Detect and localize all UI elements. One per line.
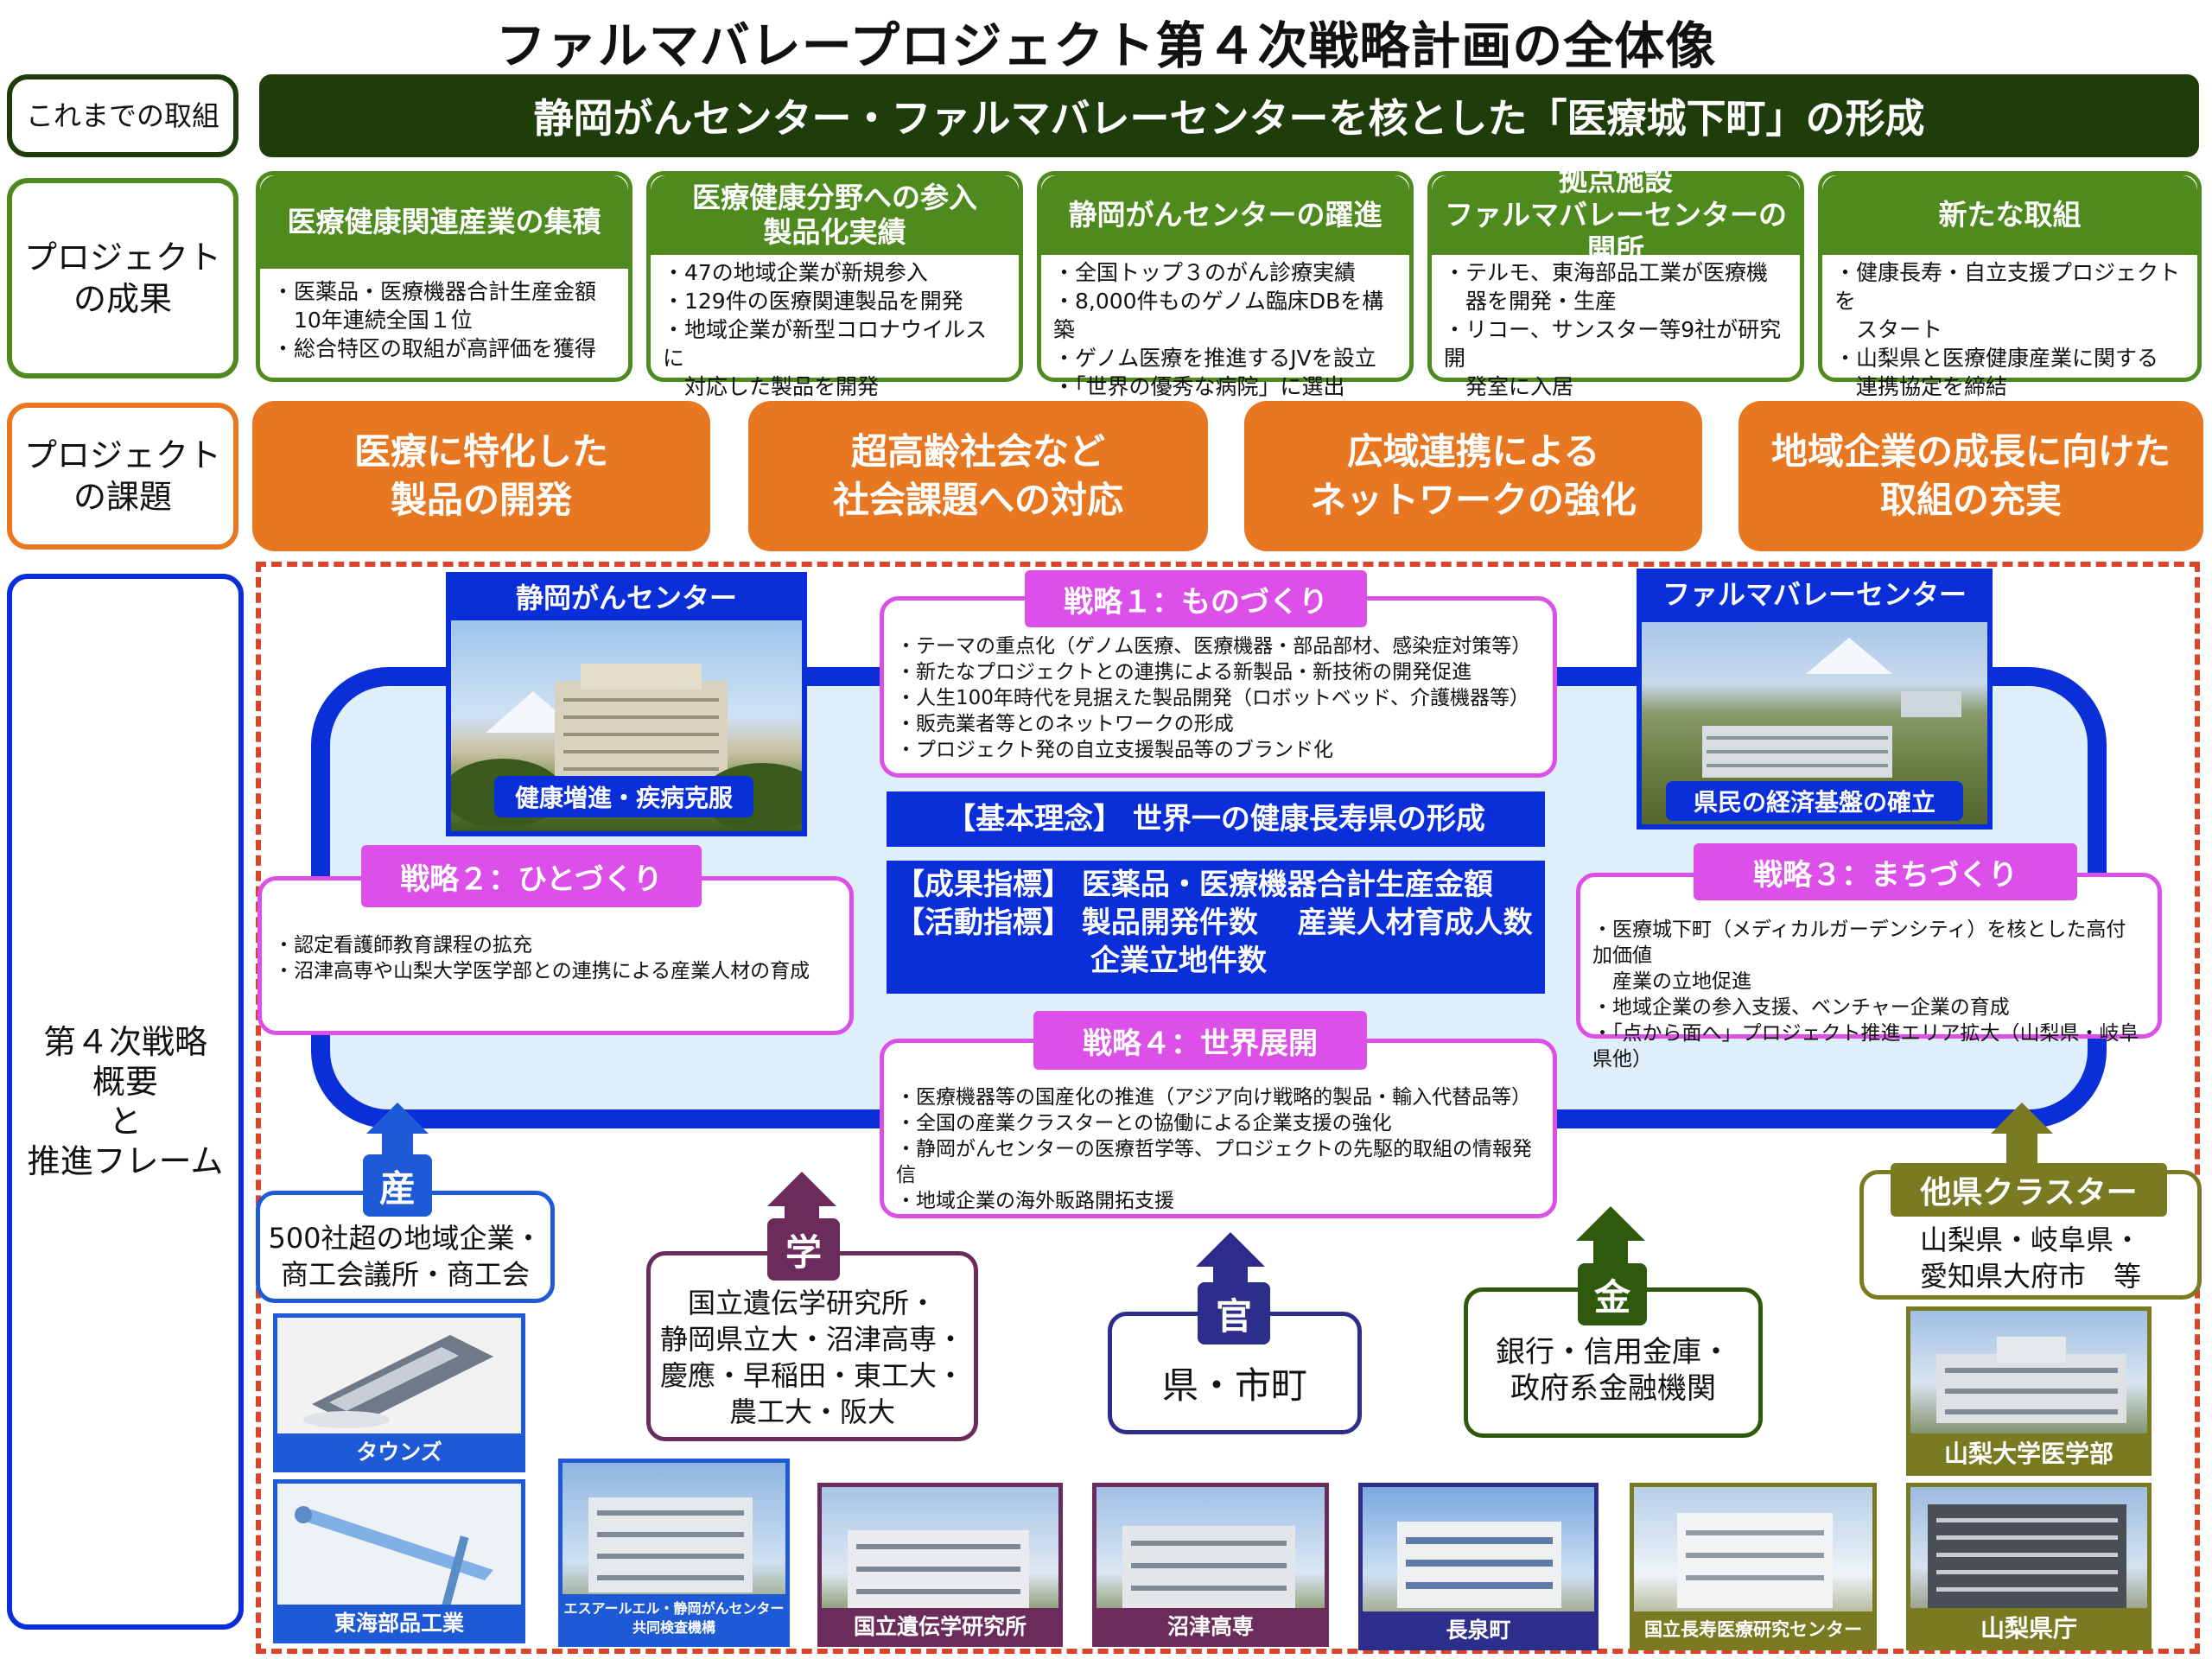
test-kit-icon [303,1335,493,1428]
building-photo-icon [848,1530,1029,1608]
strategy-2-title: 戦略２：ひとづくり [361,845,702,907]
cancer-center-photo: 健康増進・疾病克服 [451,620,802,831]
result-card-title: 新たな取組 [1822,175,2197,255]
photo-caption: 山梨大学医学部 [1910,1433,2147,1471]
activity-indicator-extra: 企業立地件数 [1090,944,1267,978]
pharma-valley-caption: 県民の経済基盤の確立 [1666,781,1963,821]
photo-nagaizumi: 長泉町 [1358,1483,1599,1650]
photo-srl: エスアールエル・静岡がんセンター 共同検査機構 [558,1459,790,1647]
result-card-title: 静岡がんセンターの躍進 [1041,175,1409,255]
result-card: 静岡がんセンターの躍進 ・全国トップ３のがん診療実績 ・8,000件ものゲノム臨… [1037,171,1414,399]
strategy-3-title: 戦略３：まちづくり [1694,843,2077,900]
issue-box: 医療に特化した 製品の開発 [252,401,710,551]
result-card: 医療健康分野への参入 製品化実績 ・47の地域企業が新規参入 ・129件の医療関… [646,171,1023,399]
result-card-title: 医療健康関連産業の集積 [260,175,628,269]
result-card: 新たな取組 ・健康長寿・自立支援プロジェクトを スタート ・山梨県と医療健康産業… [1818,171,2202,399]
result-card-body: ・医薬品・医療機器合計生産金額 10年連続全国１位 ・総合特区の取組が高評価を獲… [272,279,597,361]
activity-indicator: 【活動指標】 製品開発件数 産業人材育成人数 [895,906,1533,940]
photo-nig: 国立遺伝学研究所 [817,1483,1063,1647]
photo-caption: タウンズ [277,1433,521,1468]
row-label-strategy: 第４次戦略 概要 と 推進フレーム [7,574,244,1630]
pharma-valley-photo: 県民の経済基盤の確立 [1642,622,1987,824]
row-label-results: プロジェクト の成果 [7,178,238,378]
results-row: 医療健康関連産業の集積 ・医薬品・医療機器合計生産金額 10年連続全国１位 ・総… [256,163,2202,399]
photo-caption: 山梨県庁 [1910,1608,2147,1646]
photo-caption: 長泉町 [1363,1611,1594,1646]
finance-box: 銀行・信用金庫・ 政府系金融機関 [1464,1287,1763,1438]
building-photo-icon [1677,1513,1833,1608]
cancer-center-panel: 静岡がんセンター 健康増進・疾病克服 [446,572,807,836]
pharma-valley-panel: ファルマバレーセンター 県民の経済基盤の確立 [1637,569,1993,830]
academia-box: 国立遺伝学研究所・ 静岡県立大・沼津高専・ 慶應・早稲田・東工大・ 農工大・阪大 [646,1251,978,1441]
issue-box: 超高齢社会など 社会課題への対応 [748,401,1208,551]
row-label-issues: プロジェクト の課題 [7,403,238,550]
photo-yamanashi-pref: 山梨県庁 [1906,1483,2152,1650]
photo-numazu: 沼津高専 [1092,1483,1329,1647]
vision-banner: 静岡がんセンター・ファルマバレーセンターを核とした「医療城下町」の形成 [259,74,2199,157]
building-photo-icon [588,1497,753,1592]
result-card-body: ・全国トップ３のがん診療実績 ・8,000件ものゲノム臨床DBを構築 ・ゲノム医… [1053,260,1384,399]
finance-label: 金 [1578,1263,1647,1325]
cluster-label: 他県クラスター [1891,1163,2167,1217]
building-photo-icon [1702,638,1961,778]
cancer-center-name: 静岡がんセンター [515,582,737,614]
row-label-prev: これまでの取組 [7,74,238,157]
photo-caption: エスアールエル・静岡がんセンター 共同検査機構 [563,1594,785,1643]
building-photo-icon [1936,1337,2126,1423]
photo-caption: 国立遺伝学研究所 [822,1608,1058,1643]
indicators-panel: 【成果指標】 医薬品・医療機器合計生産金額 【活動指標】 製品開発件数 産業人材… [887,861,1545,994]
photo-caption: 東海部品工業 [277,1605,521,1639]
photo-yamanashi-univ: 山梨大学医学部 [1906,1306,2152,1476]
page-title: ファルマバレープロジェクト第４次戦略計画の全体像 [495,16,1717,75]
strategy-4-title: 戦略４：世界展開 [1033,1011,1367,1070]
result-card: 医療健康関連産業の集積 ・医薬品・医療機器合計生産金額 10年連続全国１位 ・総… [256,171,632,382]
arrow-up-icon [1991,1103,2053,1180]
strategy-frame [256,562,2200,1654]
issue-box: 地域企業の成長に向けた 取組の充実 [1738,401,2203,551]
industry-label: 産 [363,1154,432,1217]
result-card-body: ・テルモ、東海部品工業が医療機 器を開発・生産 ・リコー、サンスター等9社が研究… [1444,260,1782,399]
result-indicator: 【成果指標】 医薬品・医療機器合計生産金額 [895,868,1493,902]
medical-device-icon [295,1506,493,1613]
photo-caption: 沼津高専 [1096,1608,1325,1643]
building-photo-icon [1928,1504,2126,1608]
government-label: 官 [1198,1282,1270,1344]
result-card: 拠点施設 ファルマバレーセンターの開所 ・テルモ、東海部品工業が医療機 器を開発… [1427,163,1804,399]
photo-ncgg: 国立長寿医療研究センター [1630,1483,1877,1650]
cancer-center-caption: 健康増進・疾病克服 [494,776,753,817]
strategy-1-title: 戦略１：ものづくり [1025,570,1367,627]
result-card-body: ・健康長寿・自立支援プロジェクトを スタート ・山梨県と医療健康産業に関する 連… [1834,260,2181,399]
photo-towns: タウンズ [273,1313,525,1472]
pharma-valley-name: ファルマバレーセンター [1662,578,1967,611]
issue-box: 広域連携による ネットワークの強化 [1244,401,1702,551]
result-card-title: 医療健康分野への参入 製品化実績 [651,175,1019,255]
academia-label: 学 [767,1218,840,1281]
result-card-body: ・47の地域企業が新規参入 ・129件の医療関連製品を開発 ・地域企業が新型コロ… [663,260,988,399]
result-card-title: 拠点施設 ファルマバレーセンターの開所 [1432,163,1800,266]
building-photo-icon [1397,1522,1561,1608]
building-photo-icon [1122,1526,1295,1608]
basic-principle: 【基本理念】 世界一の健康長寿県の形成 [887,791,1545,847]
cluster-arrow [1991,1103,2053,1180]
photo-tokai: 東海部品工業 [273,1479,525,1643]
photo-caption: 国立長寿医療研究センター [1634,1611,1872,1646]
